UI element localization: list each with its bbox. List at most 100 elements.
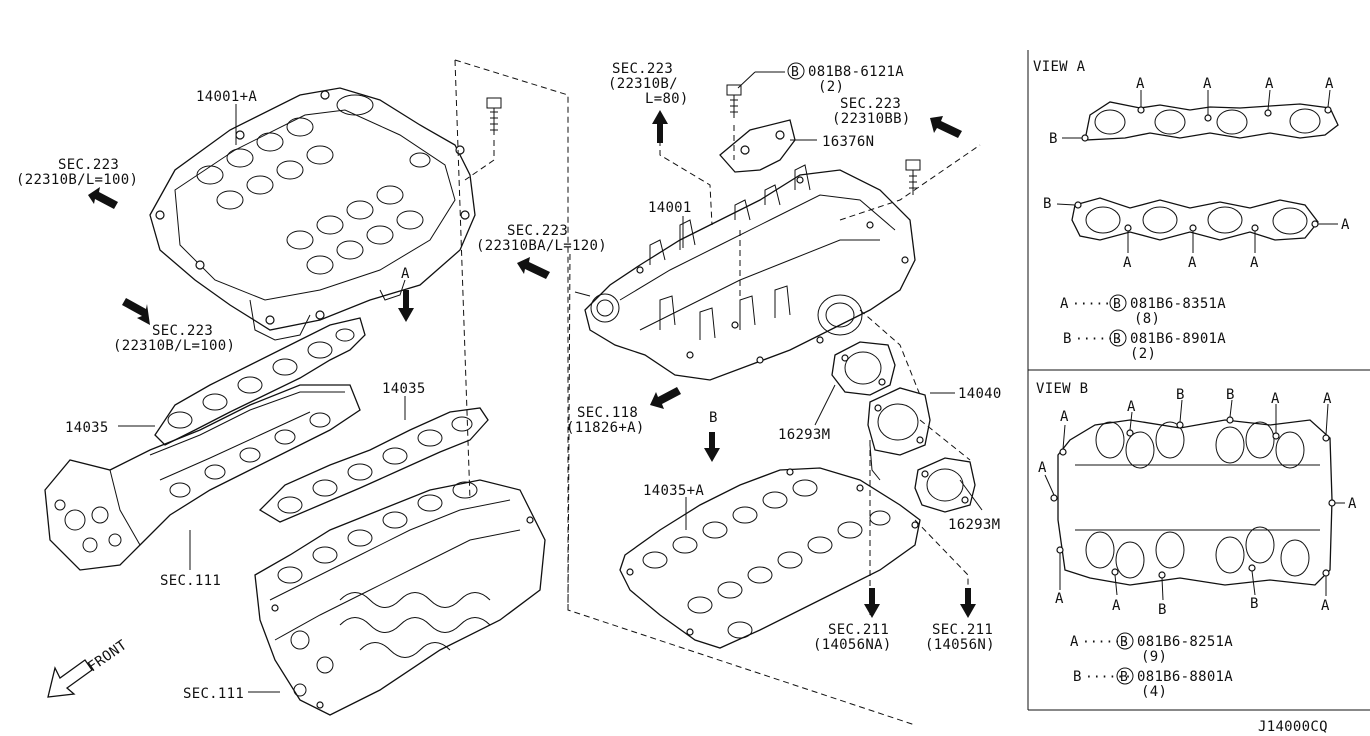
bolt-top-symbol: B xyxy=(791,65,799,80)
label-14001a: 14001+A xyxy=(196,89,257,105)
view-a-legend-a: A ······ B 081B6-8351A (8) xyxy=(1060,294,1226,327)
label-sec118-1: SEC.118 xyxy=(577,405,638,421)
label-sec223-top-1: SEC.223 xyxy=(612,61,673,77)
bolt-center-top xyxy=(726,84,742,160)
reference-dashed-box xyxy=(454,59,916,726)
intake-manifold-center-drawing xyxy=(574,164,916,381)
label-16293m-left: 16293M xyxy=(778,427,830,443)
label-bolt-top-part: 081B8-6121A xyxy=(808,64,904,80)
drawing-id: J14000CQ xyxy=(1258,719,1328,735)
view-b-legend-b-part: 081B6-8801A xyxy=(1137,669,1233,685)
view-b-legend-b-key: B xyxy=(1073,669,1082,685)
cylinder-head-lower-drawing xyxy=(254,479,546,716)
view-b-point-4: B xyxy=(1226,387,1235,403)
view-b-point-5: A xyxy=(1271,391,1280,407)
gasket-16293m-left-drawing xyxy=(831,341,896,396)
view-a-legend-a-symbol: B xyxy=(1113,297,1121,312)
view-b-point-2: A xyxy=(1127,399,1136,415)
view-b-panel: VIEW B A A B B xyxy=(1036,381,1357,700)
gasket-14035a-drawing xyxy=(619,467,921,649)
view-a-legend-a-qty: (8) xyxy=(1134,311,1160,327)
view-a-point-8: A xyxy=(1188,255,1197,271)
label-sec211-left-1: SEC.211 xyxy=(828,622,889,638)
label-sec111-lower: SEC.111 xyxy=(183,686,244,702)
label-sec211-left-2: (14056NA) xyxy=(813,637,892,653)
view-b-legend-a-part: 081B6-8251A xyxy=(1137,634,1233,650)
view-a-title: VIEW A xyxy=(1033,59,1086,75)
label-sec223-top-3: L=80) xyxy=(645,91,689,107)
label-sec211-right-2: (14056N) xyxy=(925,637,995,653)
view-a-legend-a-dots: ······ xyxy=(1072,297,1119,312)
label-14035-mid: 14035 xyxy=(382,381,426,397)
view-a-legend-b: B ······ B 081B6-8901A (2) xyxy=(1063,329,1226,362)
view-b-point-10: A xyxy=(1112,598,1121,614)
label-arrow-a: A xyxy=(401,266,410,282)
cylinder-head-upper-drawing xyxy=(44,384,361,571)
view-b-point-3: B xyxy=(1176,387,1185,403)
view-a-point-6: B xyxy=(1043,196,1052,212)
view-a-legend-b-symbol: B xyxy=(1113,332,1121,347)
front-arrow-icon xyxy=(47,659,93,698)
view-b-legend-a-symbol: B xyxy=(1120,635,1128,650)
view-b-legend-b-symbol: B xyxy=(1120,670,1128,685)
view-b-point-8: A xyxy=(1348,496,1357,512)
view-a-point-4: A xyxy=(1325,76,1334,92)
front-label: FRONT xyxy=(85,637,130,675)
view-a-point-1: A xyxy=(1136,76,1145,92)
bracket-16376n-drawing xyxy=(719,119,796,173)
callouts: 14001+A SEC.223 (22310B/L=100) SEC.223 (… xyxy=(16,61,1001,702)
view-a-point-3: A xyxy=(1265,76,1274,92)
gasket-14035-mid-drawing xyxy=(258,407,489,523)
view-a-legend-b-part: 081B6-8901A xyxy=(1130,331,1226,347)
label-sec223-mid-1: SEC.223 xyxy=(507,223,568,239)
spacer-14040-drawing xyxy=(867,387,931,481)
bolt-center-right xyxy=(905,159,921,195)
label-sec211-right-1: SEC.211 xyxy=(932,622,993,638)
view-b-point-7: A xyxy=(1038,460,1047,476)
view-b-point-9: A xyxy=(1055,591,1064,607)
view-a-legend-a-key: A xyxy=(1060,296,1069,312)
label-14035-left: 14035 xyxy=(65,420,109,436)
label-16293m-right: 16293M xyxy=(948,517,1000,533)
bolt-left-top xyxy=(464,97,502,181)
view-b-title: VIEW B xyxy=(1036,381,1088,397)
label-sec223-left-1: SEC.223 xyxy=(58,157,119,173)
view-b-legend-a-key: A xyxy=(1070,634,1079,650)
view-a-legend-b-key: B xyxy=(1063,331,1072,347)
view-a-point-9: A xyxy=(1250,255,1259,271)
leader-lines xyxy=(118,71,983,693)
label-sec223-top-2: (22310B/ xyxy=(608,76,678,92)
view-b-point-12: B xyxy=(1250,596,1259,612)
label-sec223-right-2: (22310BB) xyxy=(832,111,911,127)
view-b-point-1: A xyxy=(1060,409,1069,425)
gasket-14035-left-drawing xyxy=(154,317,366,446)
view-b-point-13: A xyxy=(1321,598,1330,614)
label-sec118-2: (11826+A) xyxy=(566,420,645,436)
view-b-legend-b: B ······ B 081B6-8801A (4) xyxy=(1073,667,1233,700)
gasket-16293m-right-drawing xyxy=(914,457,976,513)
view-b-legend-a-qty: (9) xyxy=(1141,649,1167,665)
view-b-legend-b-dots: ······ xyxy=(1085,670,1132,685)
view-b-point-11: B xyxy=(1158,602,1167,618)
label-sec111-upper: SEC.111 xyxy=(160,573,221,589)
label-14035a: 14035+A xyxy=(643,483,704,499)
upper-manifold-left-drawing xyxy=(149,87,476,341)
label-arrow-b: B xyxy=(709,410,718,426)
label-sec223-low-2: (22310B/L=100) xyxy=(113,338,235,354)
view-a-legend-a-part: 081B6-8351A xyxy=(1130,296,1226,312)
view-a-point-5: B xyxy=(1049,131,1058,147)
direction-arrows xyxy=(88,110,976,618)
label-16376n: 16376N xyxy=(822,134,874,150)
view-a-legend-b-qty: (2) xyxy=(1130,346,1156,362)
label-sec223-left-2: (22310B/L=100) xyxy=(16,172,138,188)
label-sec223-low-1: SEC.223 xyxy=(152,323,213,339)
view-a-panel: VIEW A A xyxy=(1027,50,1370,711)
label-sec223-right-1: SEC.223 xyxy=(840,96,901,112)
label-14001: 14001 xyxy=(648,200,692,216)
view-a-point-2: A xyxy=(1203,76,1212,92)
view-a-point-10: A xyxy=(1341,217,1350,233)
view-b-legend-a: A ······ B 081B6-8251A (9) xyxy=(1070,632,1233,665)
view-b-legend-b-qty: (4) xyxy=(1141,684,1167,700)
label-sec223-mid-2: (22310BA/L=120) xyxy=(476,238,607,254)
